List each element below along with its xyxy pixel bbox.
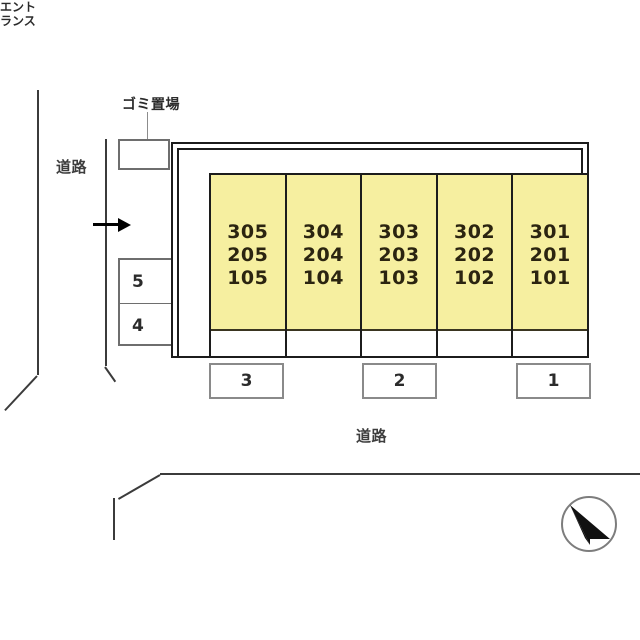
road-boundary-left-outer-diagonal	[4, 375, 38, 412]
entrance-arrow-shaft	[93, 223, 120, 226]
parking-stall-2[interactable]: 2	[362, 363, 437, 399]
unit-balcony	[286, 329, 361, 356]
entrance-arrow-head	[118, 218, 131, 232]
unit-number: 303	[378, 221, 420, 243]
garbage-area-label: ゴミ置場	[122, 97, 180, 113]
unit-number: 203	[378, 244, 420, 266]
parking-stall-2-number: 2	[393, 371, 406, 391]
compass-rose	[561, 496, 617, 552]
entrance-label: エント ランス	[0, 0, 640, 28]
garbage-area-leader-line	[147, 112, 148, 160]
north-arrow-icon	[570, 505, 610, 545]
parking-stall-3-number: 3	[240, 371, 253, 391]
site-wall-left	[105, 139, 107, 366]
parking-stall-4[interactable]: 4	[120, 304, 188, 347]
parking-stall-1[interactable]: 1	[516, 363, 591, 399]
unit-number: 205	[227, 244, 269, 266]
unit-balcony	[437, 329, 512, 356]
unit-fill	[513, 175, 587, 333]
unit-number: 103	[378, 267, 420, 289]
unit-balcony	[513, 329, 587, 356]
entrance-label-line2: ランス	[0, 14, 36, 28]
unit-number: 104	[302, 267, 344, 289]
parking-stall-3[interactable]: 3	[209, 363, 284, 399]
road-label-bottom: 道路	[356, 427, 388, 445]
road-boundary-bottom-left-vertical	[113, 498, 115, 540]
unit-number: 102	[453, 267, 496, 289]
unit-number: 301	[529, 221, 571, 243]
unit-number: 305	[227, 221, 269, 243]
road-boundary-bottom	[160, 473, 640, 475]
entrance-label-line1: エント	[0, 0, 37, 14]
road-label-left: 道路	[56, 158, 88, 176]
unit-fill	[362, 175, 436, 333]
unit-balcony	[211, 329, 285, 356]
road-boundary-left-outer	[37, 90, 39, 375]
unit-number: 204	[302, 244, 344, 266]
parking-stall-5-number: 5	[132, 271, 144, 292]
unit-number: 101	[529, 267, 571, 289]
site-wall-left-diagonal	[104, 366, 117, 383]
unit-fill	[211, 175, 285, 333]
parking-stall-4-number: 4	[132, 315, 144, 336]
unit-number: 201	[529, 244, 571, 266]
parking-stall-1-number: 1	[547, 371, 560, 391]
unit-number: 105	[227, 267, 269, 289]
parking-stall-5[interactable]: 5	[120, 260, 188, 304]
unit-fill	[286, 175, 361, 333]
unit-fill	[437, 175, 512, 333]
unit-number: 202	[453, 244, 496, 266]
unit-balcony	[362, 329, 436, 356]
garbage-area-box	[118, 139, 170, 170]
unit-number: 302	[453, 221, 496, 243]
road-boundary-bottom-diagonal	[117, 474, 161, 500]
unit-number: 304	[302, 221, 344, 243]
